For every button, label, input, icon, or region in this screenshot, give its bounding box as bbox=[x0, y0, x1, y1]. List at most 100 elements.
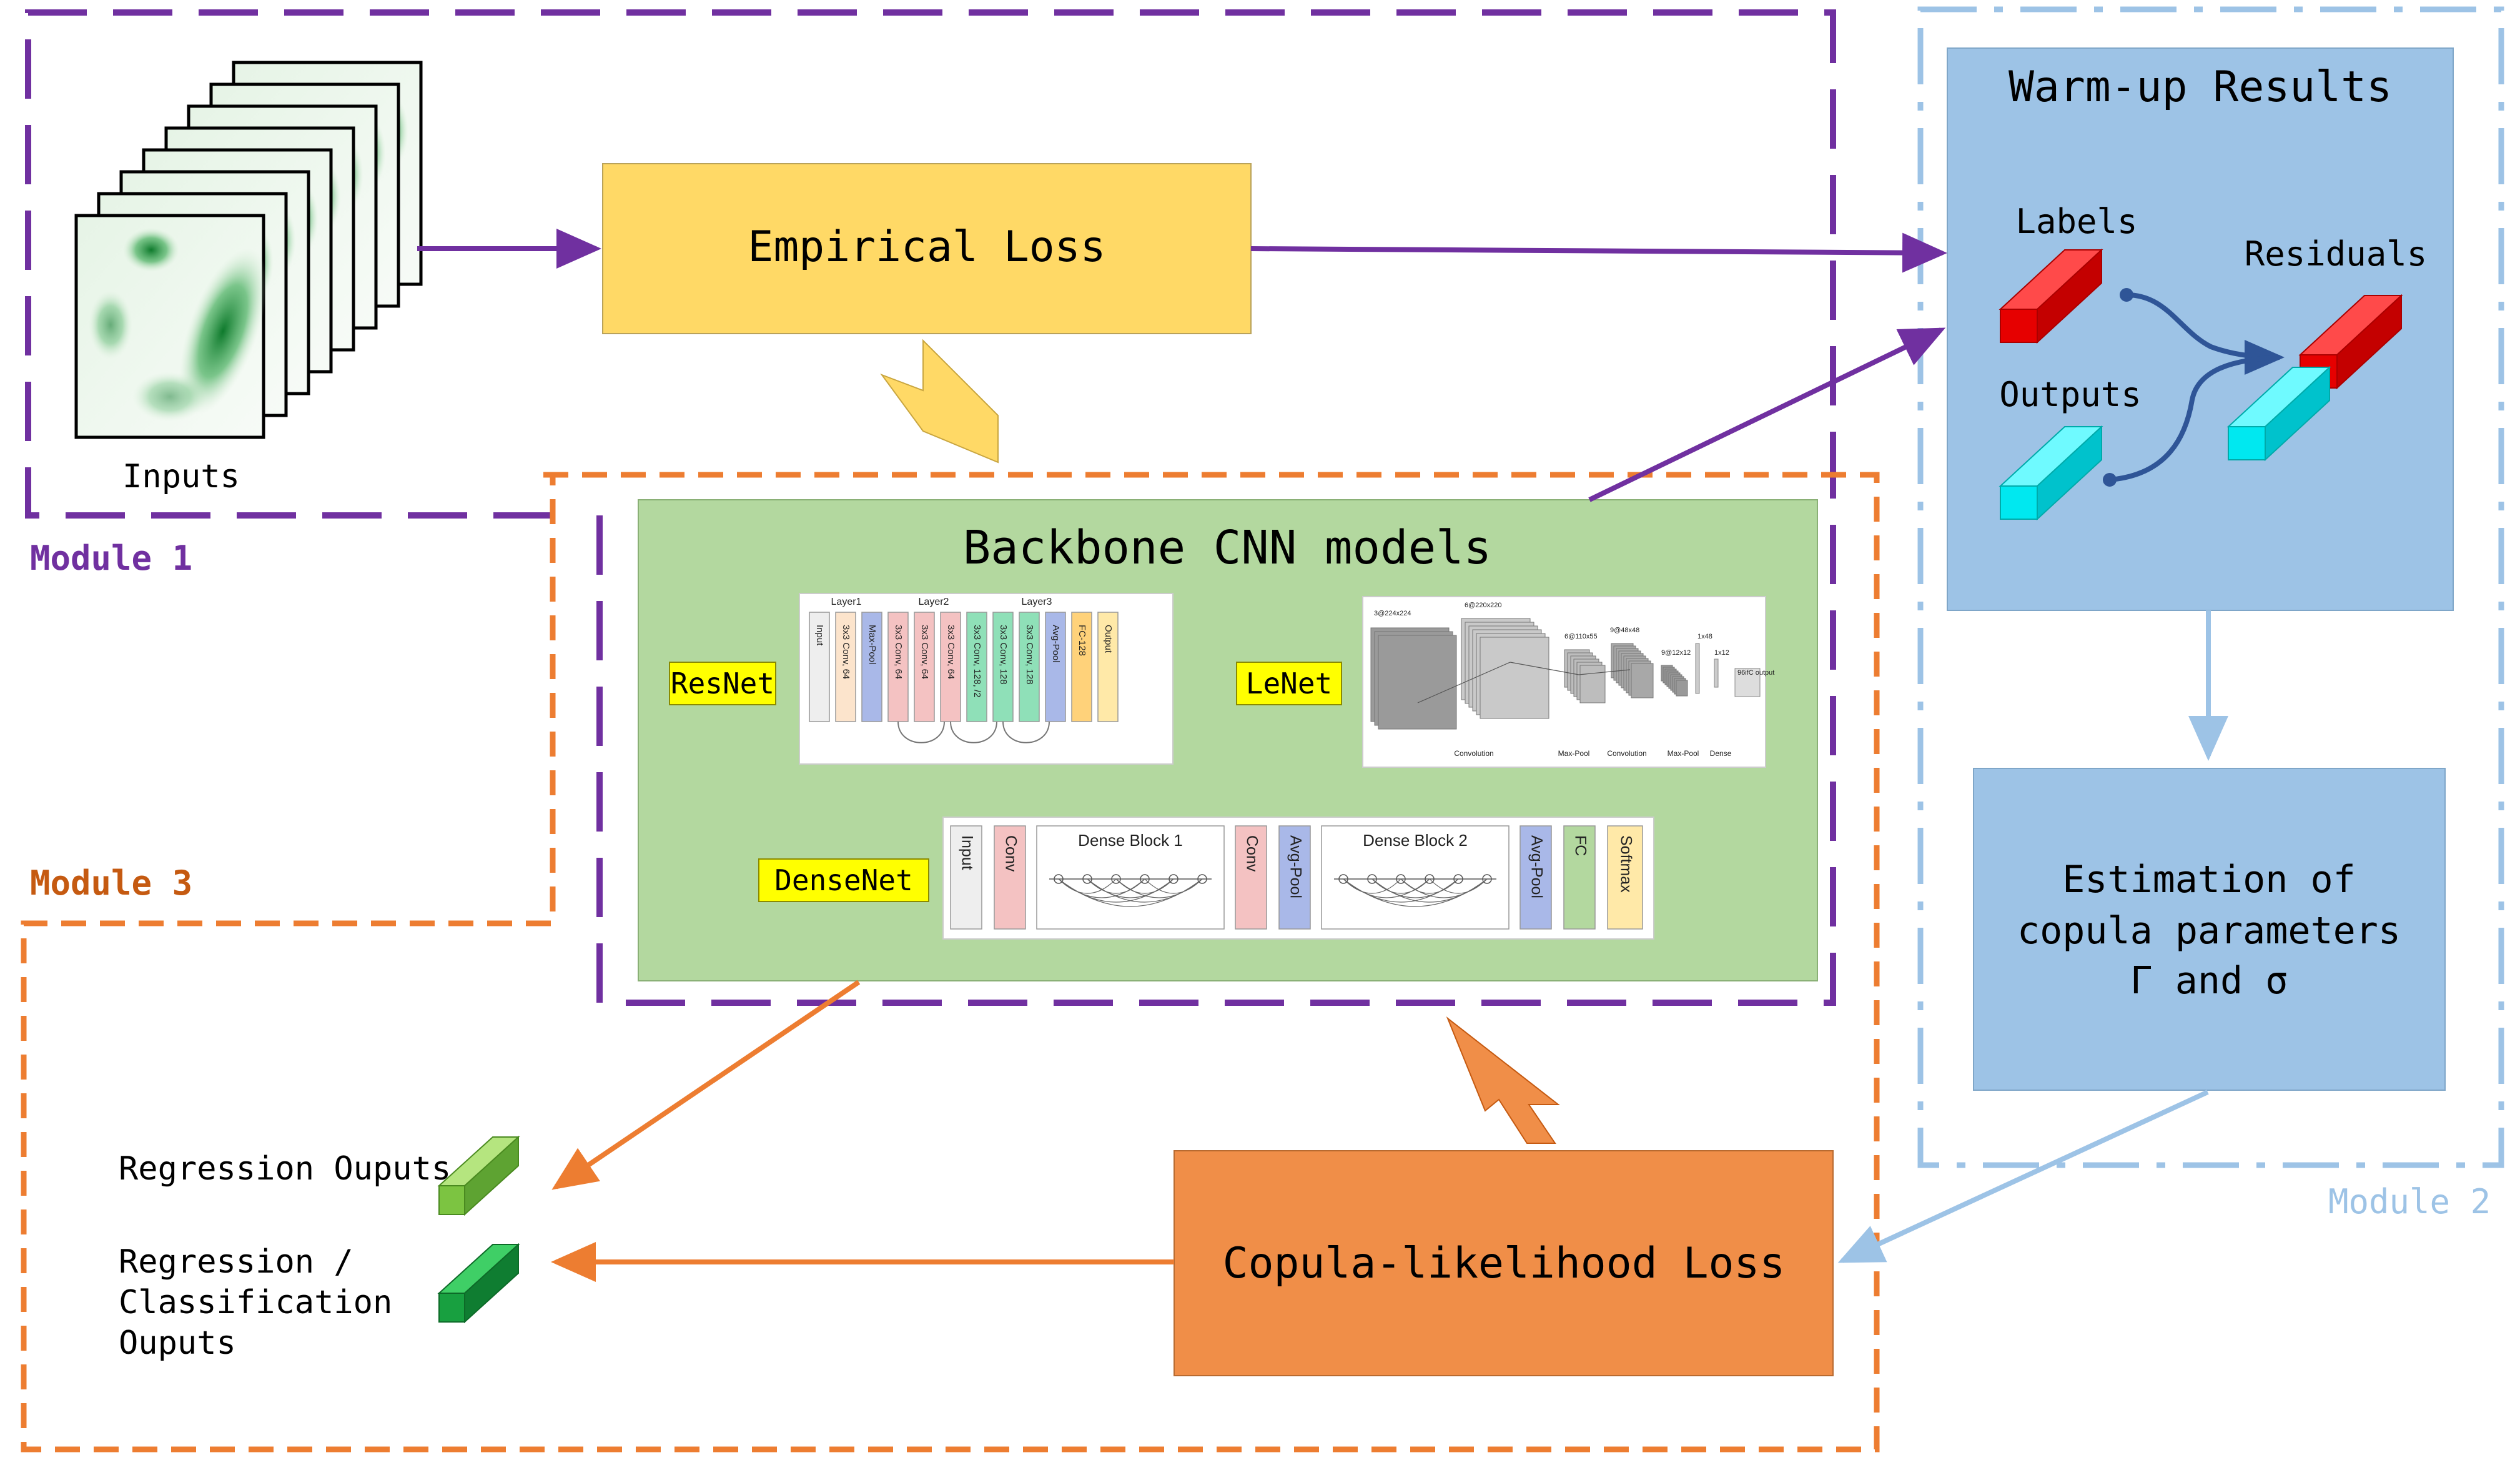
resnet-skip-connection bbox=[1002, 721, 1050, 743]
module-1-border bbox=[25, 9, 1836, 519]
lenet-operation-label: Max-Pool bbox=[1558, 749, 1590, 758]
inputs-label: Inputs bbox=[122, 458, 240, 495]
lenet-size-label: 96ifC output bbox=[1737, 669, 1774, 677]
resnet-layer-label: Max-Pool bbox=[867, 625, 877, 664]
lenet-connection-line bbox=[1578, 669, 1631, 675]
resnet-layer-label: Input bbox=[814, 625, 825, 646]
module-3-border bbox=[21, 472, 1880, 1453]
resnet-layer-label: 3x3 Conv, 128 bbox=[1024, 625, 1035, 685]
resnet-layer-block bbox=[861, 612, 882, 722]
backbone-title: Backbone CNN models bbox=[963, 521, 1491, 575]
classification-outputs-line3: Ouputs bbox=[119, 1324, 236, 1362]
module-2-label: Module 2 bbox=[2328, 1182, 2491, 1221]
regression-outputs-label: Regression Ouputs bbox=[119, 1150, 451, 1188]
resnet-layer-label: 3x3 Conv, 64 bbox=[946, 625, 956, 679]
estimation-line1: Estimation of bbox=[2062, 858, 2356, 901]
arrow-backbone-to-regression-outputs bbox=[551, 980, 861, 1190]
densenet-block-label: Input bbox=[958, 835, 976, 870]
module-3-label: Module 3 bbox=[30, 863, 192, 903]
resnet-group-label: Layer1 bbox=[831, 597, 862, 607]
lenet-tag: LeNet bbox=[1236, 662, 1342, 705]
copula-loss-label: Copula-likelihood Loss bbox=[1223, 1239, 1786, 1288]
lenet-operation-label: Convolution bbox=[1454, 749, 1493, 758]
densenet-block: Dense Block 1 bbox=[1036, 825, 1225, 930]
densenet-block: Input bbox=[950, 825, 982, 930]
resnet-layer-block bbox=[1045, 612, 1066, 722]
lenet-size-label: 3@224x224 bbox=[1374, 610, 1411, 617]
resnet-layer-label: Output bbox=[1103, 625, 1114, 653]
empirical-loss-label: Empirical Loss bbox=[748, 222, 1105, 272]
resnet-layer-block bbox=[887, 612, 909, 722]
resnet-group-label: Layer3 bbox=[1022, 597, 1052, 607]
resnet-tag: ResNet bbox=[669, 662, 776, 705]
resnet-skip-connection bbox=[950, 721, 997, 743]
classification-output-cube-icon bbox=[437, 1243, 520, 1324]
densenet-block-label: Avg-Pool bbox=[1528, 835, 1545, 898]
resnet-group-label: Layer2 bbox=[919, 597, 949, 607]
densenet-block: Conv bbox=[994, 825, 1026, 930]
classification-outputs-line1: Regression / bbox=[119, 1243, 353, 1281]
resnet-layer-block bbox=[1019, 612, 1040, 722]
resnet-layer-block bbox=[1097, 612, 1119, 722]
densenet-architecture-diagram: Input Conv Dense Block 1 Conv Avg-Pool Dense … bbox=[942, 817, 1654, 940]
module-2-border bbox=[1917, 6, 2504, 1168]
arrow-empirical-loss-to-warmup bbox=[1250, 232, 1947, 273]
densenet-block-label: FC bbox=[1571, 835, 1589, 856]
resnet-layer-label: FC-128 bbox=[1077, 625, 1087, 656]
lenet-feature-map-stack bbox=[1661, 665, 1688, 697]
resnet-tag-text: ResNet bbox=[671, 667, 774, 700]
resnet-layer-block bbox=[940, 612, 961, 722]
chevron-up-arrow-orange bbox=[1446, 1016, 1560, 1144]
lenet-size-label: 9@48x48 bbox=[1610, 627, 1639, 634]
lenet-size-label: 6@220x220 bbox=[1465, 602, 1502, 609]
warmup-title: Warm-up Results bbox=[2009, 62, 2392, 112]
densenet-block: Softmax bbox=[1607, 825, 1643, 930]
estimation-line2: copula parameters bbox=[2017, 909, 2401, 953]
lenet-operation-label: Dense bbox=[1710, 749, 1732, 758]
regression-output-cube-icon bbox=[437, 1135, 520, 1216]
outputs-to-residuals-connector bbox=[2109, 355, 2280, 482]
lenet-size-label: 9@12x12 bbox=[1661, 649, 1691, 657]
estimation-box: Estimation of copula parameters Γ and σ bbox=[1973, 768, 2446, 1091]
lenet-dense-layer bbox=[1714, 658, 1719, 688]
resnet-layer-label: Avg-Pool bbox=[1050, 625, 1061, 663]
lenet-feature-map-stack bbox=[1611, 643, 1654, 698]
lenet-feature-map-stack bbox=[1461, 618, 1549, 719]
resnet-architecture-diagram: Input 3x3 Conv, 64 Max-Pool 3x3 Conv, 64 3x3… bbox=[799, 593, 1174, 765]
empirical-loss-box: Empirical Loss bbox=[602, 163, 1252, 334]
lenet-architecture-diagram: 3@224x2246@220x2206@110x559@48x489@12x12… bbox=[1362, 596, 1774, 768]
lenet-size-label: 1x12 bbox=[1714, 649, 1729, 657]
densenet-block-label: Dense Block 1 bbox=[1078, 831, 1183, 850]
lenet-tag-text: LeNet bbox=[1246, 667, 1332, 700]
resnet-layer-label: 3x3 Conv, 64 bbox=[919, 625, 930, 679]
warmup-results-box: Warm-up Results Labels Residuals Outputs bbox=[1947, 47, 2454, 611]
resnet-layer-block bbox=[914, 612, 935, 722]
densenet-block-label: Softmax bbox=[1617, 835, 1634, 893]
densenet-tag-text: DenseNet bbox=[774, 863, 913, 897]
warmup-residuals-text: Residuals bbox=[2245, 234, 2428, 274]
densenet-block-label: Dense Block 2 bbox=[1363, 831, 1468, 850]
arrow-backbone-to-warmup bbox=[1588, 327, 1946, 502]
copula-likelihood-loss-box: Copula-likelihood Loss bbox=[1174, 1150, 1834, 1376]
input-image-stack bbox=[74, 61, 423, 439]
warmup-labels-text: Labels bbox=[2015, 202, 2137, 241]
labels-cube-icon bbox=[1999, 248, 2103, 344]
lenet-dense-layer bbox=[1695, 643, 1700, 694]
resnet-layer-label: 3x3 Conv, 64 bbox=[841, 625, 851, 679]
densenet-block-label: Conv bbox=[1243, 835, 1260, 872]
module-1-label: Module 1 bbox=[30, 539, 192, 578]
resnet-layer-block bbox=[835, 612, 856, 722]
classification-outputs-line2: Classification bbox=[119, 1284, 392, 1321]
estimation-line3: Γ and σ bbox=[2130, 959, 2288, 1003]
densenet-block: Avg-Pool bbox=[1278, 825, 1311, 930]
resnet-layer-label: 3x3 Conv, 64 bbox=[893, 625, 904, 679]
outputs-cube-icon bbox=[1999, 425, 2103, 521]
resnet-layer-block bbox=[809, 612, 830, 722]
lenet-connection-line bbox=[1510, 662, 1579, 675]
resnet-layer-block bbox=[966, 612, 987, 722]
densenet-block: Dense Block 2 bbox=[1321, 825, 1510, 930]
resnet-layer-label: 3x3 Conv, 128 bbox=[998, 625, 1009, 685]
densenet-block: Conv bbox=[1235, 825, 1267, 930]
resnet-skip-connection bbox=[897, 721, 945, 743]
